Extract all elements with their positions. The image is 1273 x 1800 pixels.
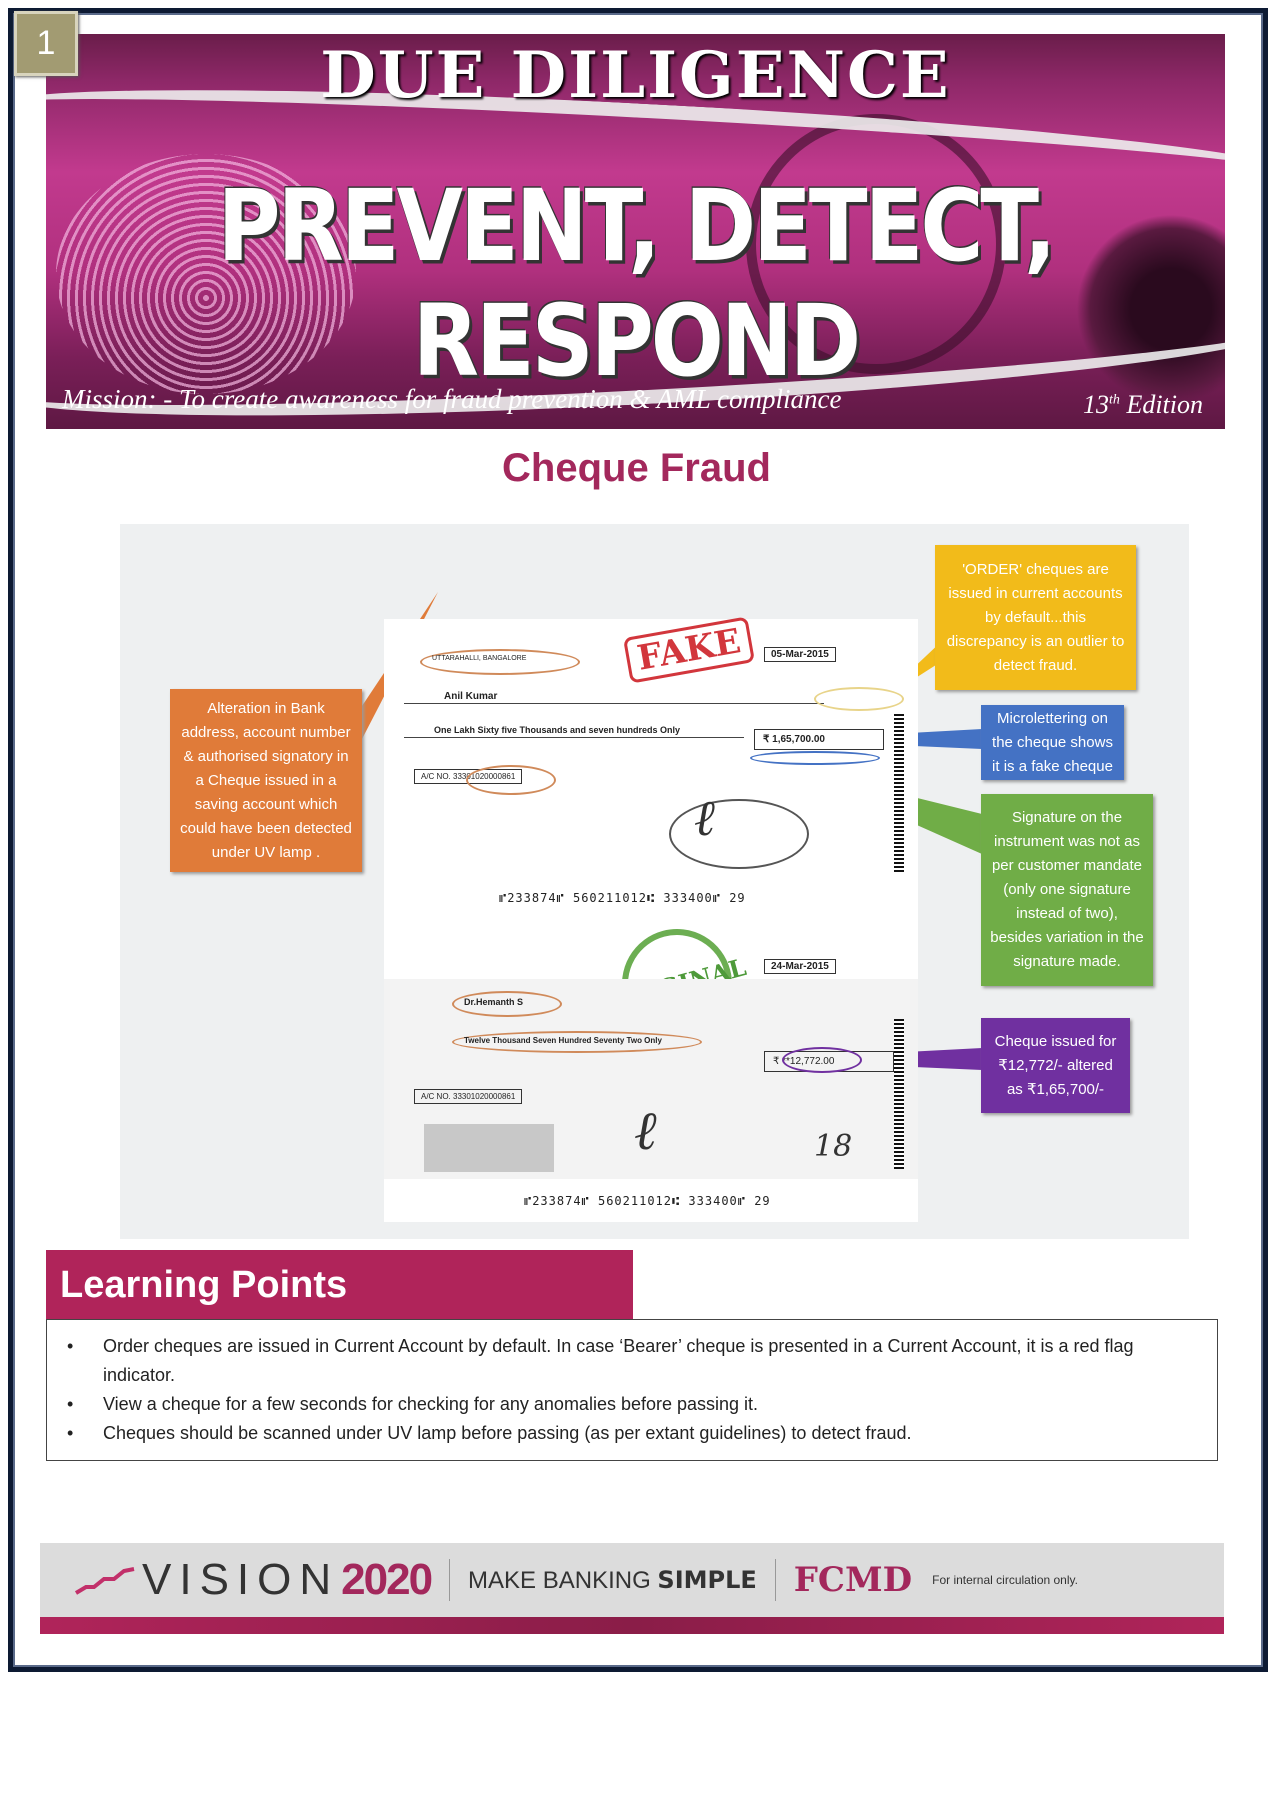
callout-alteration: Alteration in Bank address, account numb…: [170, 689, 362, 872]
learning-point: View a cheque for a few seconds for chec…: [67, 1390, 1197, 1419]
fake-micr: ⑈233874⑈ 560211012⑆ 333400⑈ 29: [499, 891, 746, 905]
barcode-strip: [894, 714, 904, 874]
footer-tagline: MAKE BANKING SIMPLE: [468, 1566, 757, 1595]
banner-subtitle: PREVENT, DETECT, RESPOND: [217, 169, 1056, 399]
original-amount-words: Twelve Thousand Seven Hundred Seventy Tw…: [464, 1036, 662, 1045]
magnifier-graphic: [746, 114, 1006, 374]
original-signature-2: 18: [814, 1129, 853, 1164]
footer-accent-bar: [40, 1617, 1224, 1634]
highlight-payee: [452, 991, 562, 1017]
edition-word: Edition: [1119, 390, 1203, 419]
fake-cheque: FAKE UTTARAHALLI, BANGALORE 05-Mar-2015 …: [384, 616, 918, 909]
learning-points-list: Order cheques are issued in Current Acco…: [46, 1319, 1218, 1461]
highlight-account: [466, 765, 556, 795]
payee-line: [404, 703, 824, 704]
learning-points-heading: Learning Points: [46, 1250, 633, 1319]
header-banner: DUE DILIGENCE PREVENT, DETECT, RESPOND M…: [46, 34, 1225, 429]
redacted-block: [424, 1124, 554, 1172]
fake-stamp: FAKE: [622, 616, 756, 684]
original-date: 24-Mar-2015: [764, 959, 836, 974]
tagline-a: MAKE BANKING: [468, 1566, 658, 1594]
fake-signature: ℓ: [694, 789, 715, 847]
footer-vision: VISION: [142, 1555, 340, 1604]
account-number: A/C NO. 33301020000861: [414, 1089, 523, 1104]
footer-brand-logo: FCMD: [793, 1560, 913, 1600]
callout-amount-altered: Cheque issued for ₹12,772/- altered as ₹…: [981, 1018, 1130, 1113]
highlight-order: [814, 687, 904, 711]
vision-stairs-icon: [74, 1567, 135, 1595]
divider: [449, 1559, 451, 1601]
banner-mission: Mission: - To create awareness for fraud…: [62, 384, 842, 414]
divider: [774, 1559, 776, 1601]
fake-amount-words: One Lakh Sixty five Thousands and seven …: [434, 725, 681, 735]
highlight-amount-words: [452, 1031, 702, 1053]
page-frame: [8, 8, 1268, 1672]
footer: VISION 2020 MAKE BANKING SIMPLE FCMD For…: [40, 1543, 1224, 1617]
fingerprint-graphic: [56, 154, 356, 394]
fake-payee: Anil Kumar: [444, 691, 498, 702]
highlight-microlettering: [750, 751, 880, 765]
banner-title: DUE DILIGENCE: [320, 38, 951, 113]
barcode-strip: [894, 1019, 904, 1169]
cheque-figure: FAKE UTTARAHALLI, BANGALORE 05-Mar-2015 …: [120, 524, 1189, 1239]
callout-signature: Signature on the instrument was not as p…: [981, 794, 1153, 986]
page-number-badge: 1: [14, 11, 78, 76]
learning-point: Order cheques are issued in Current Acco…: [67, 1332, 1197, 1390]
banner-edition: 13th Edition: [1083, 390, 1203, 420]
edition-suffix: th: [1109, 392, 1120, 408]
original-cheque: ORIGINAL 24-Mar-2015 Dr.Hemanth S Twelve…: [384, 916, 918, 1209]
amount-line: [404, 737, 744, 738]
footer-note: For internal circulation only.: [932, 1573, 1078, 1587]
callout-order-cheques: 'ORDER' cheques are issued in current ac…: [935, 545, 1136, 690]
original-payee: Dr.Hemanth S: [464, 997, 524, 1007]
tagline-b: SIMPLE: [657, 1565, 757, 1594]
edition-number: 13: [1083, 390, 1110, 419]
callout-microlettering: Microlettering on the cheque shows it is…: [981, 705, 1124, 780]
learning-point: Cheques should be scanned under UV lamp …: [67, 1419, 1197, 1448]
highlight-address: [420, 649, 580, 675]
page-title: Cheque Fraud: [502, 446, 771, 490]
original-signature-1: ℓ: [634, 1099, 657, 1162]
footer-year: 2020: [341, 1555, 433, 1604]
original-micr: ⑈233874⑈ 560211012⑆ 333400⑈ 29: [524, 1194, 771, 1208]
bank-address: UTTARAHALLI, BANGALORE: [432, 655, 527, 662]
highlight-signature: [669, 799, 809, 869]
fake-date: 05-Mar-2015: [764, 647, 836, 662]
fake-amount: ₹ 1,65,700.00: [754, 729, 884, 750]
cheque-image: FAKE UTTARAHALLI, BANGALORE 05-Mar-2015 …: [384, 616, 918, 1222]
camera-lens-graphic: [1076, 214, 1225, 404]
highlight-amount: [782, 1047, 862, 1073]
